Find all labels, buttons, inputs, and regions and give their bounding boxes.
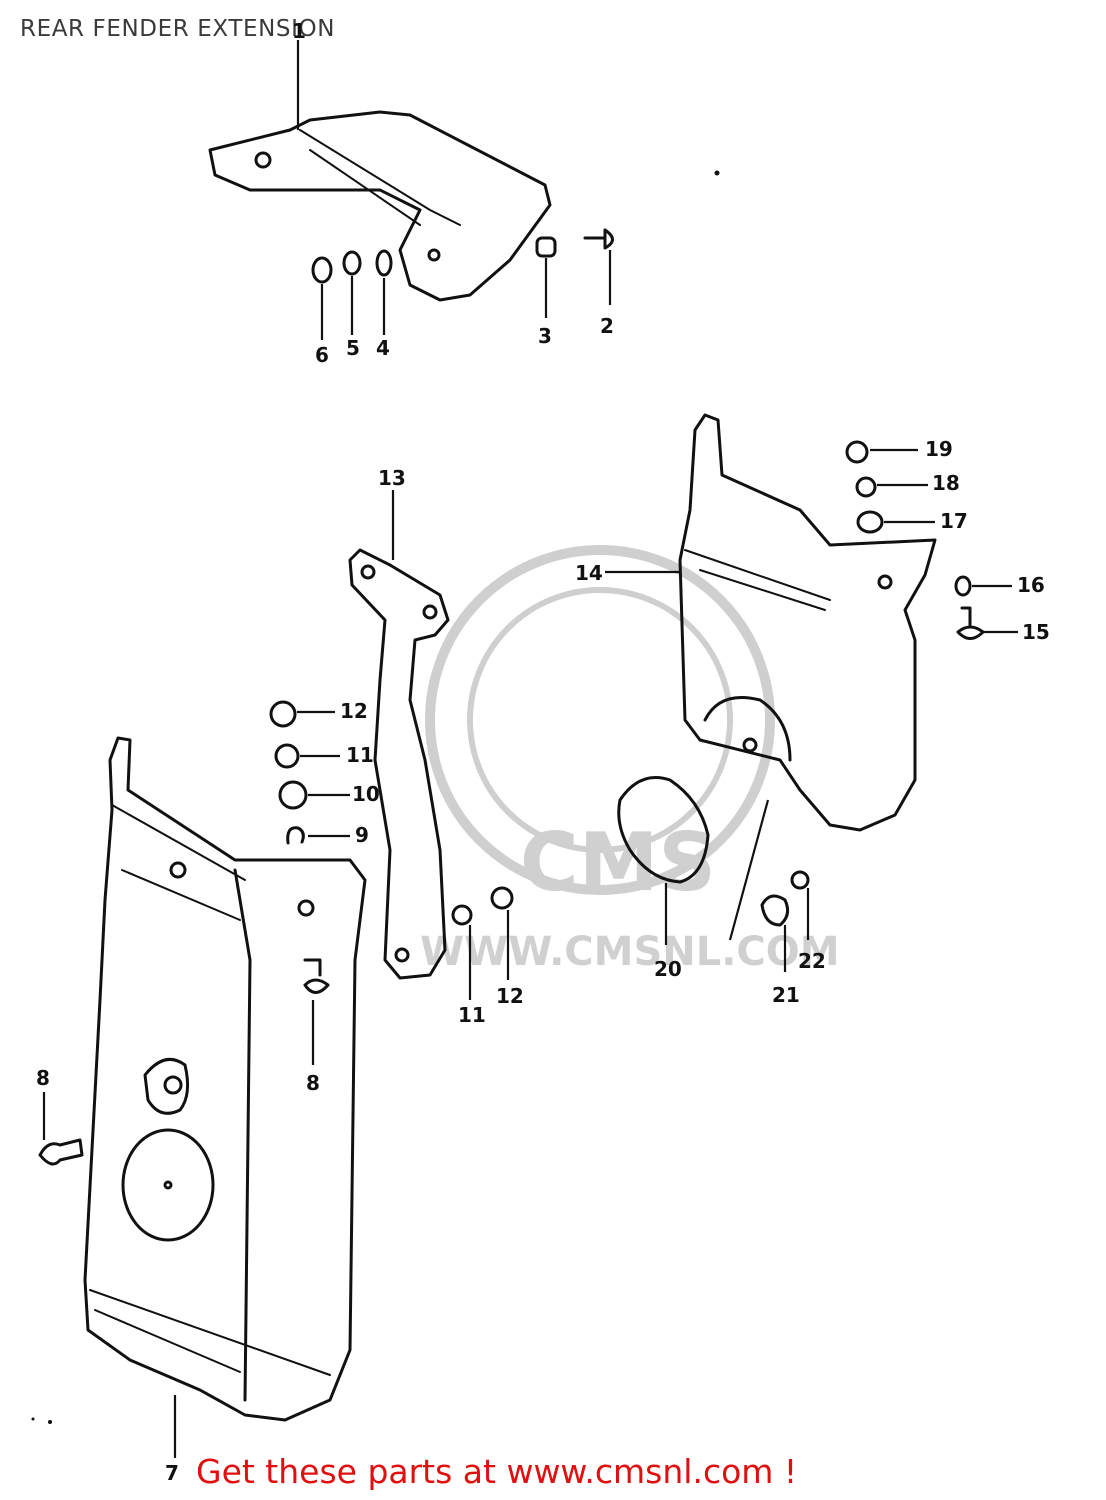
part-13-stay [348,490,450,980]
watermark-url-text: WWW.CMSNL.COM [420,929,840,975]
callout-19: 19 [925,437,953,461]
callout-9: 9 [355,823,369,847]
callout-22: 22 [798,949,826,973]
callout-2: 2 [600,314,614,338]
callout-7: 7 [165,1461,179,1485]
callout-16: 16 [1017,573,1045,597]
callout-15: 15 [1022,620,1050,644]
callout-4: 4 [376,336,390,360]
callout-20: 20 [654,957,682,981]
part-14-fender-extension [605,413,937,832]
callout-8a: 8 [36,1066,50,1090]
callout-5: 5 [346,336,360,360]
callout-11a: 11 [346,743,374,767]
reflector-parts [617,776,810,972]
callout-18: 18 [932,471,960,495]
watermark-logo-text: CMS [520,816,716,909]
part-8-screws [38,958,330,1166]
callout-3: 3 [538,324,552,348]
footer-link[interactable]: Get these parts at www.cmsnl.com ! [196,1452,798,1491]
page-title: REAR FENDER EXTENSION [20,16,336,42]
part-7-fender-extension [83,736,367,1458]
diagram-specks [31,170,720,1424]
callout-13: 13 [378,466,406,490]
left-hardware [269,700,514,1000]
callout-12a: 12 [340,699,368,723]
callout-8b: 8 [306,1071,320,1095]
callout-12b: 12 [496,984,524,1008]
callout-17: 17 [940,509,968,533]
cms-watermark: CMS WWW.CMSNL.COM [420,545,840,975]
part-1-fender-bracket [208,40,552,302]
callout-1: 1 [292,19,306,43]
callout-14: 14 [575,561,603,585]
upper-hardware [311,228,614,340]
callout-11b: 11 [458,1003,486,1027]
callout-6: 6 [315,343,329,367]
right-hardware [845,440,1018,640]
callout-10: 10 [352,782,380,806]
callout-21: 21 [772,983,800,1007]
